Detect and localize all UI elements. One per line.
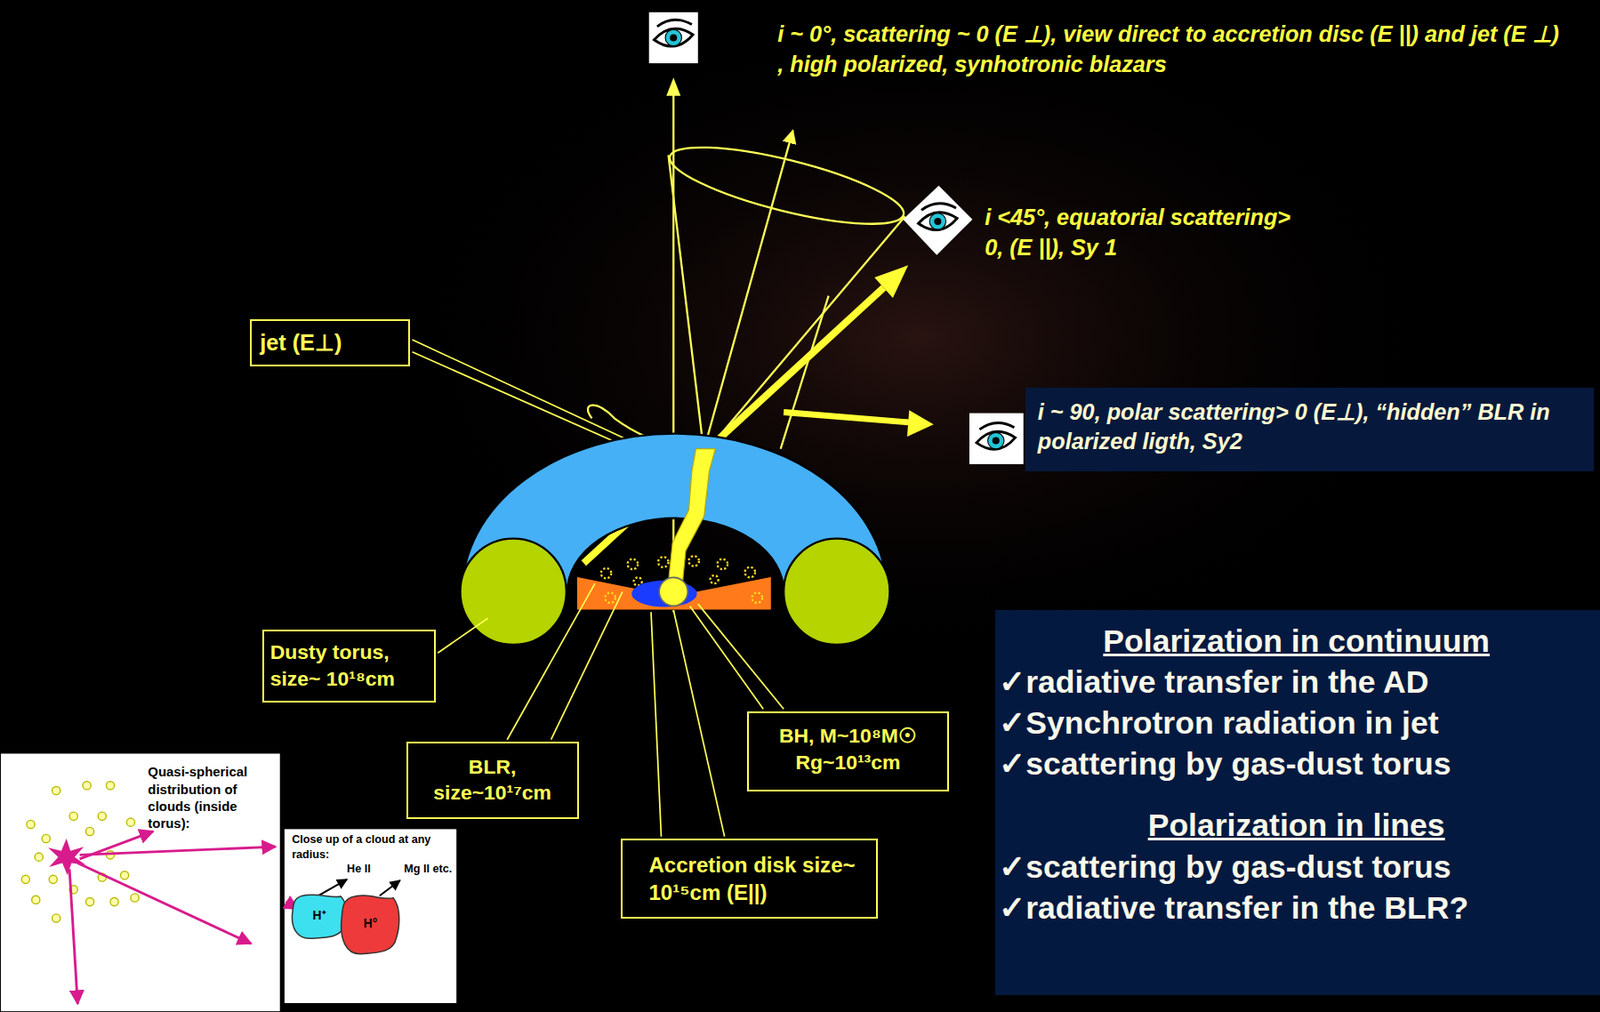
axis-arrow <box>672 94 675 613</box>
ray-arrow <box>69 831 298 1005</box>
arrow-head <box>907 410 934 437</box>
jet-body <box>667 449 716 593</box>
inset-panel <box>283 828 458 1005</box>
node-text: Polarization in lines <box>998 804 1594 846</box>
sy2-arrow <box>783 411 909 422</box>
annotation-label: i ~ 0°, scattering ~ 0 (E ⊥), view direc… <box>777 18 1563 80</box>
node-text: Dusty torus, size~ 10¹⁸cm <box>270 639 428 693</box>
view-arrow <box>704 130 794 450</box>
cloud-dots <box>21 781 139 923</box>
polarization-panel: Polarization in continuum✓radiative tran… <box>995 610 1600 996</box>
blr-region <box>576 576 772 611</box>
neutral-blob: H° <box>338 892 403 957</box>
background-glow <box>387 9 1449 663</box>
jet-label-box: jet (E⊥) <box>249 319 411 367</box>
inset-panel <box>0 753 281 1012</box>
torus-section <box>783 538 890 645</box>
node-text: Quasi-spherical distribution of clouds (… <box>147 763 277 833</box>
central-source <box>48 838 86 876</box>
emission-arrow <box>318 879 401 896</box>
node-text: He II <box>346 861 392 877</box>
observer-eye <box>649 12 699 64</box>
bh-label-box: BH, M~10⁸M☉ Rg~10¹³cm <box>747 711 949 793</box>
node-text: Accretion disk size~ 10¹⁵cm (E||) <box>648 851 869 908</box>
sy2-note-box: i ~ 90, polar scattering> 0 (E⊥), “hidde… <box>1025 387 1594 472</box>
annotation-label: i <45°, equatorial scattering> 0, (E ||)… <box>984 201 1302 263</box>
node-text: ✓scattering by gas-dust torus <box>998 743 1594 785</box>
node-text: BLR, size~10¹⁷cm <box>414 754 571 808</box>
node-text: Polarization in continuum <box>998 620 1594 662</box>
node-text: ✓radiative transfer in the AD <box>998 661 1594 703</box>
node-text: BH, M~10⁸M☉ Rg~10¹³cm <box>755 723 941 777</box>
torus-section <box>459 538 566 645</box>
node-text: jet (E⊥) <box>259 328 401 358</box>
node-text: H⁺ <box>291 908 347 925</box>
node-text: ✓Synchrotron radiation in jet <box>998 702 1594 744</box>
node-text: Close up of a cloud at any radius: <box>291 832 453 862</box>
node-text: ✓radiative transfer in the BLR? <box>998 887 1594 929</box>
node-text: i ~ 90, polar scattering> 0 (E⊥), “hidde… <box>1037 397 1583 457</box>
node-text: ✓scattering by gas-dust torus <box>998 846 1594 888</box>
node-text: Mg II etc. <box>403 861 453 877</box>
arrow-head <box>874 265 909 298</box>
blr-label-box: BLR, size~10¹⁷cm <box>406 741 579 820</box>
disk-label-box: Accretion disk size~ 10¹⁵cm (E||) <box>620 838 878 919</box>
observer-eye <box>902 185 973 256</box>
jet-cone <box>668 154 705 454</box>
arrow-head <box>666 77 681 97</box>
jet-cone <box>663 131 910 240</box>
node-text: H° <box>340 916 401 933</box>
ionized-blob: H⁺ <box>289 892 350 941</box>
observer-eye <box>969 413 1024 465</box>
torus-label-box: Dusty torus, size~ 10¹⁸cm <box>262 629 436 703</box>
cloud-distribution-inset: Quasi-spherical distribution of clouds (… <box>0 753 282 1012</box>
black-hole <box>659 577 688 606</box>
cloud-closeup-inset: Close up of a cloud at any radius:He II M… <box>283 828 458 1005</box>
